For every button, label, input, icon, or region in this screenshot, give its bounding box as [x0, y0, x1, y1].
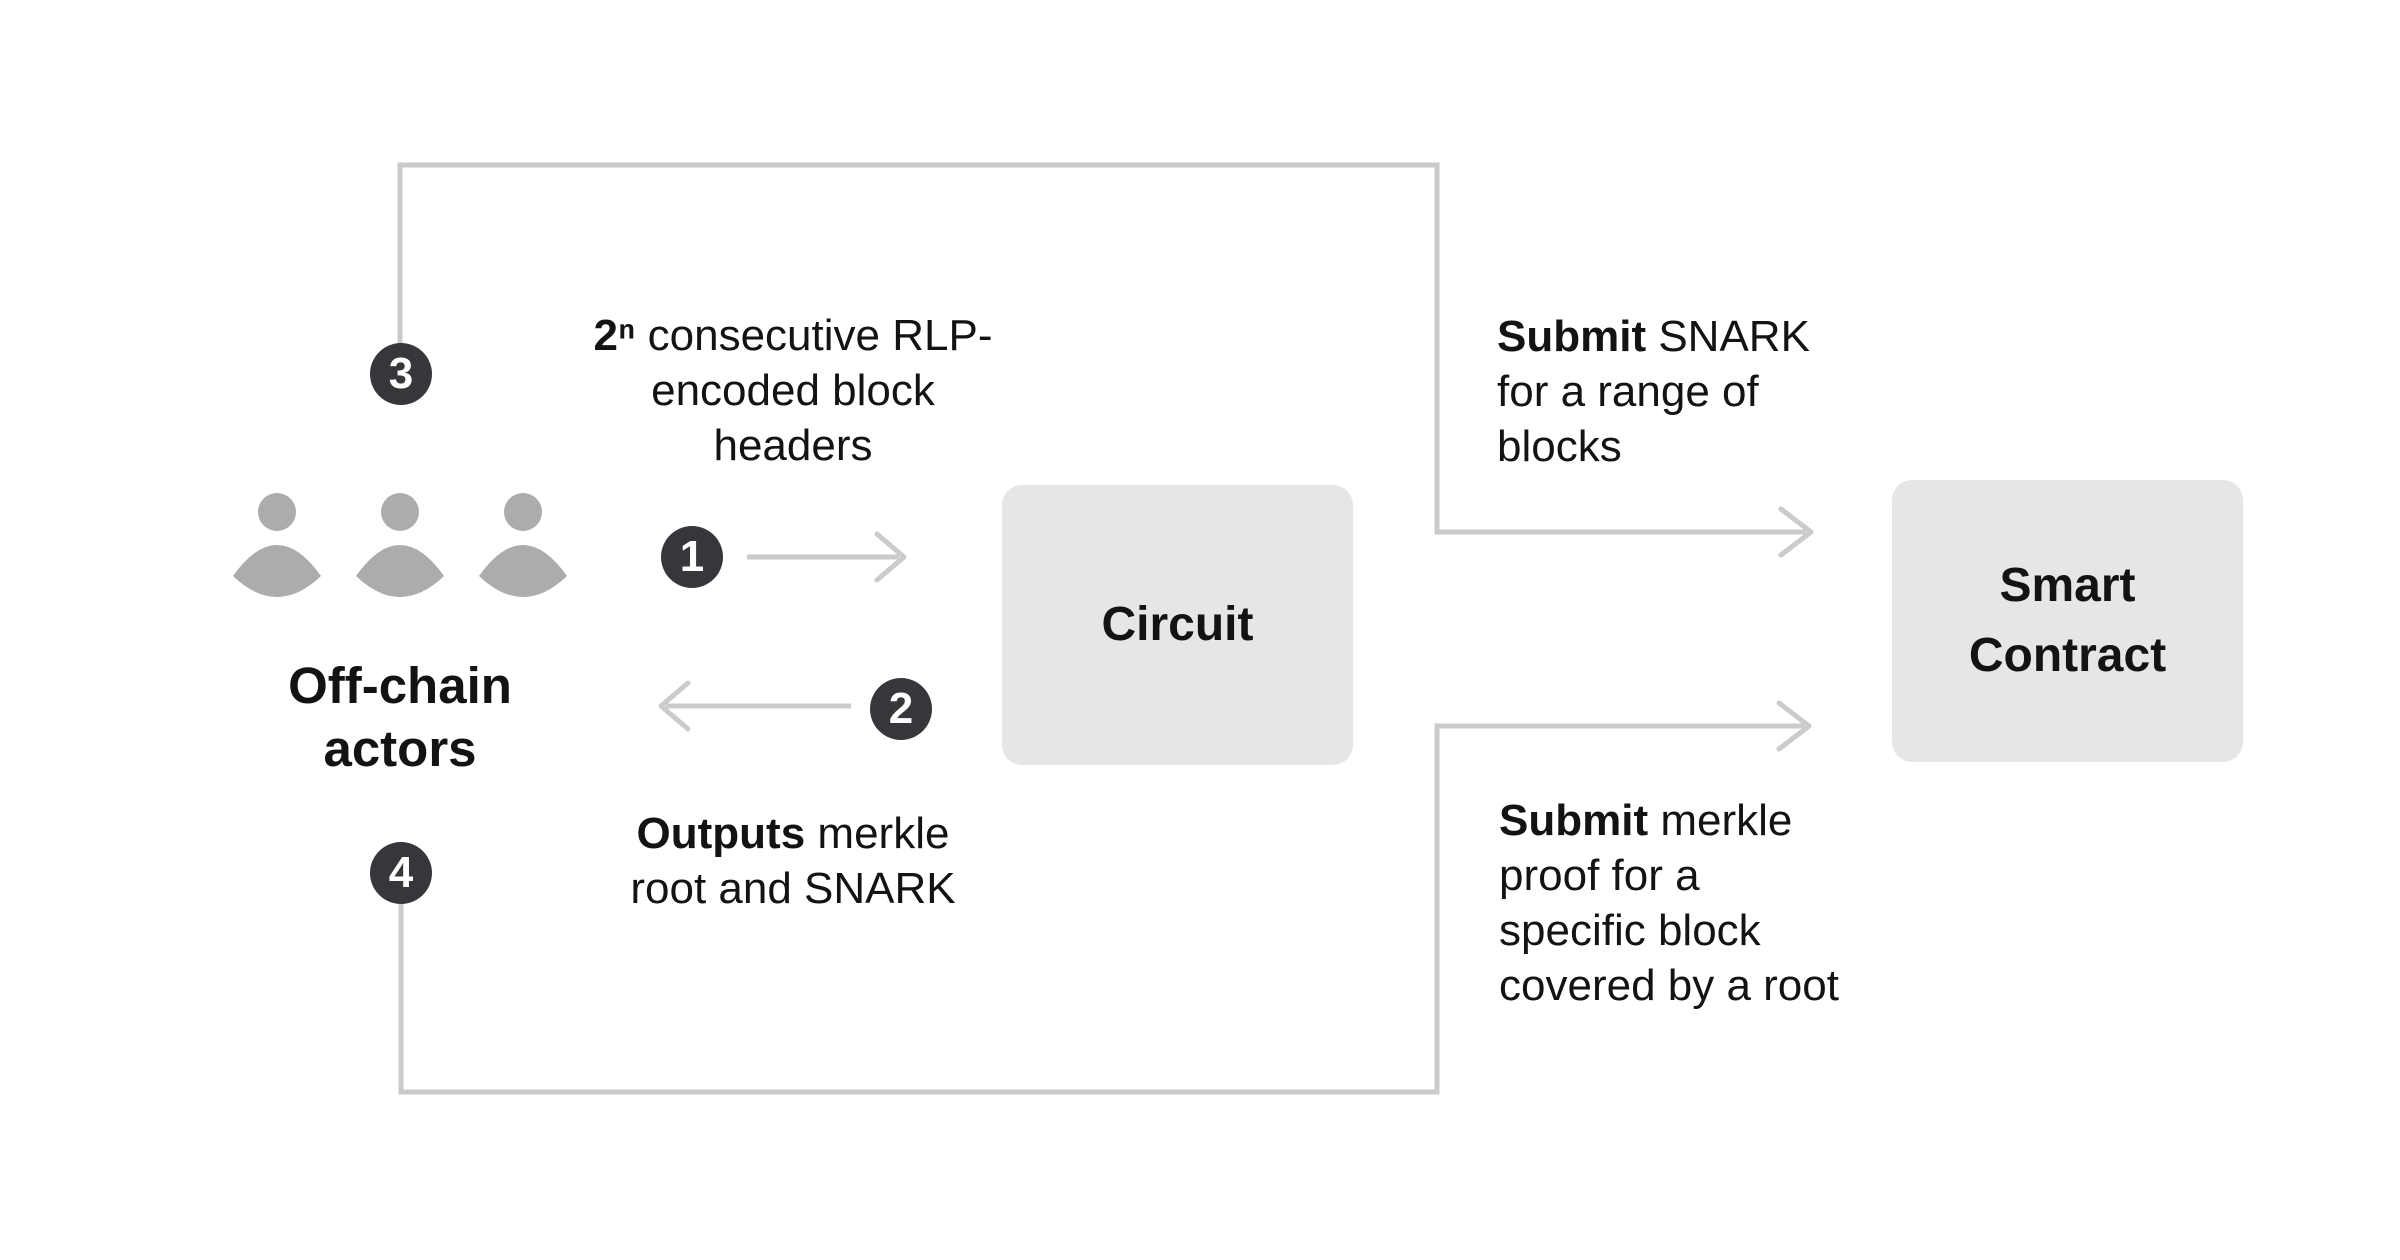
- smart-contract-label-line2: Contract: [1968, 629, 2167, 682]
- annotation-line: covered by a root: [1499, 961, 1839, 1010]
- circuit-output-annotation: Outputs merkle root and SNARK: [593, 806, 993, 916]
- off-chain-actors-label: Off-chain actors: [200, 654, 600, 780]
- submit-merkle-proof-annotation: Submit merkle proof for a specific block…: [1499, 793, 1899, 1013]
- step-4-badge: 4: [370, 842, 432, 904]
- annotation-line: Submit SNARK: [1497, 312, 1810, 361]
- smart-contract-node: Smart Contract: [1892, 480, 2243, 762]
- annotation-line: Outputs merkle: [636, 809, 950, 858]
- arrowhead-left-icon: [658, 680, 691, 732]
- person-icon: [356, 492, 444, 598]
- circuit-node-label: Circuit: [1101, 598, 1254, 651]
- route-submit-merkle-line: [398, 723, 1804, 1095]
- circuit-node: Circuit: [1002, 485, 1353, 765]
- input-headers-annotation: 2ⁿ consecutive RLP- encoded block header…: [593, 308, 993, 473]
- route-submit-snark-line: [397, 162, 1806, 535]
- annotation-line: blocks: [1497, 422, 1622, 471]
- step-3-badge: 3: [370, 343, 432, 405]
- annotation-line: encoded block: [651, 366, 935, 415]
- step-2-number: 2: [888, 684, 914, 733]
- annotation-line: root and SNARK: [630, 864, 956, 913]
- arrowhead-right-icon: [1778, 506, 1814, 558]
- annotation-line: for a range of: [1497, 367, 1759, 416]
- submit-snark-annotation: Submit SNARK for a range of blocks: [1497, 309, 1877, 474]
- annotation-line: specific block: [1499, 906, 1761, 955]
- smart-contract-label-line1: Smart: [1999, 559, 2136, 612]
- person-icon: [233, 492, 321, 598]
- person-icon: [479, 492, 567, 598]
- annotation-line: headers: [713, 421, 873, 470]
- step-4-number: 4: [388, 848, 414, 897]
- off-chain-actors-label-line2: actors: [323, 720, 477, 777]
- arrowhead-right-icon: [874, 531, 907, 583]
- step-1-badge: 1: [661, 526, 723, 588]
- step-1-number: 1: [679, 532, 705, 581]
- step-2-badge: 2: [870, 678, 932, 740]
- step-3-number: 3: [388, 349, 414, 398]
- annotation-line: proof for a: [1499, 851, 1700, 900]
- arrowhead-right-icon: [1776, 700, 1812, 752]
- off-chain-actors-label-line1: Off-chain: [288, 657, 512, 714]
- annotation-line: Submit merkle: [1499, 796, 1793, 845]
- annotation-line: 2ⁿ consecutive RLP-: [593, 311, 993, 360]
